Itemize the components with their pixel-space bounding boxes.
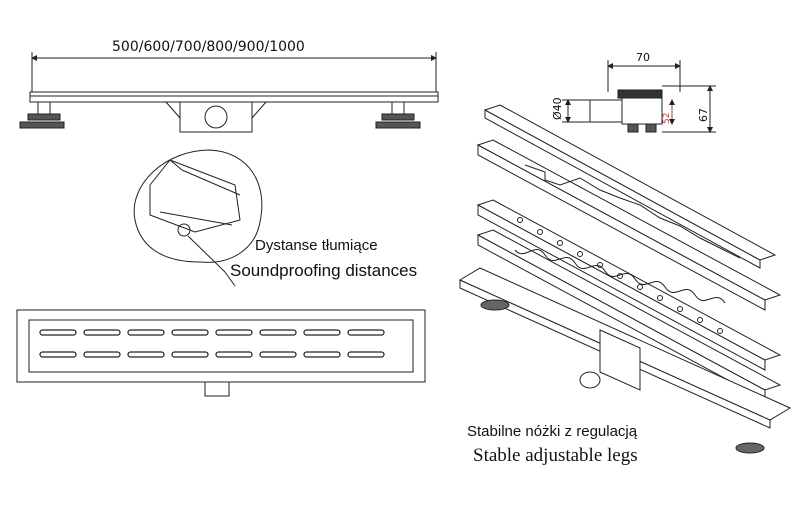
drain-channel bbox=[458, 267, 792, 454]
plan-view bbox=[16, 309, 426, 397]
soundproofing-detail bbox=[133, 149, 263, 287]
legs-caption-pl: Stabilne nóżki z regulacją bbox=[467, 423, 638, 440]
width-label: 70 bbox=[636, 51, 650, 64]
greek-key-grate bbox=[476, 139, 782, 311]
legs-caption-en: Stable adjustable legs bbox=[473, 445, 638, 466]
grate-slots-row-2 bbox=[39, 351, 385, 358]
grate-slots-row-1 bbox=[39, 329, 385, 336]
diameter-label: Ø40 bbox=[551, 97, 564, 120]
cross-section bbox=[562, 60, 716, 133]
right-leg bbox=[375, 101, 421, 129]
exploded-view bbox=[458, 104, 792, 454]
length-options-label: 500/600/700/800/900/1000 bbox=[112, 39, 305, 55]
side-view bbox=[19, 52, 439, 133]
plan-outlet bbox=[204, 381, 230, 397]
outlet-box bbox=[179, 101, 253, 133]
channel-body bbox=[29, 91, 439, 103]
diameter-value: 40 bbox=[551, 97, 564, 112]
total-height-label: 67 bbox=[697, 108, 710, 122]
left-leg bbox=[19, 101, 65, 129]
outlet-height-label: 52 bbox=[662, 112, 672, 124]
top-frame bbox=[483, 104, 777, 269]
soundproofing-caption-pl: Dystanse tłumiące bbox=[255, 237, 378, 254]
perforated-grate bbox=[476, 199, 782, 371]
wave-grate bbox=[476, 229, 782, 401]
outlet-pipe bbox=[204, 105, 228, 129]
soundproofing-caption-en: Soundproofing distances bbox=[230, 261, 418, 280]
